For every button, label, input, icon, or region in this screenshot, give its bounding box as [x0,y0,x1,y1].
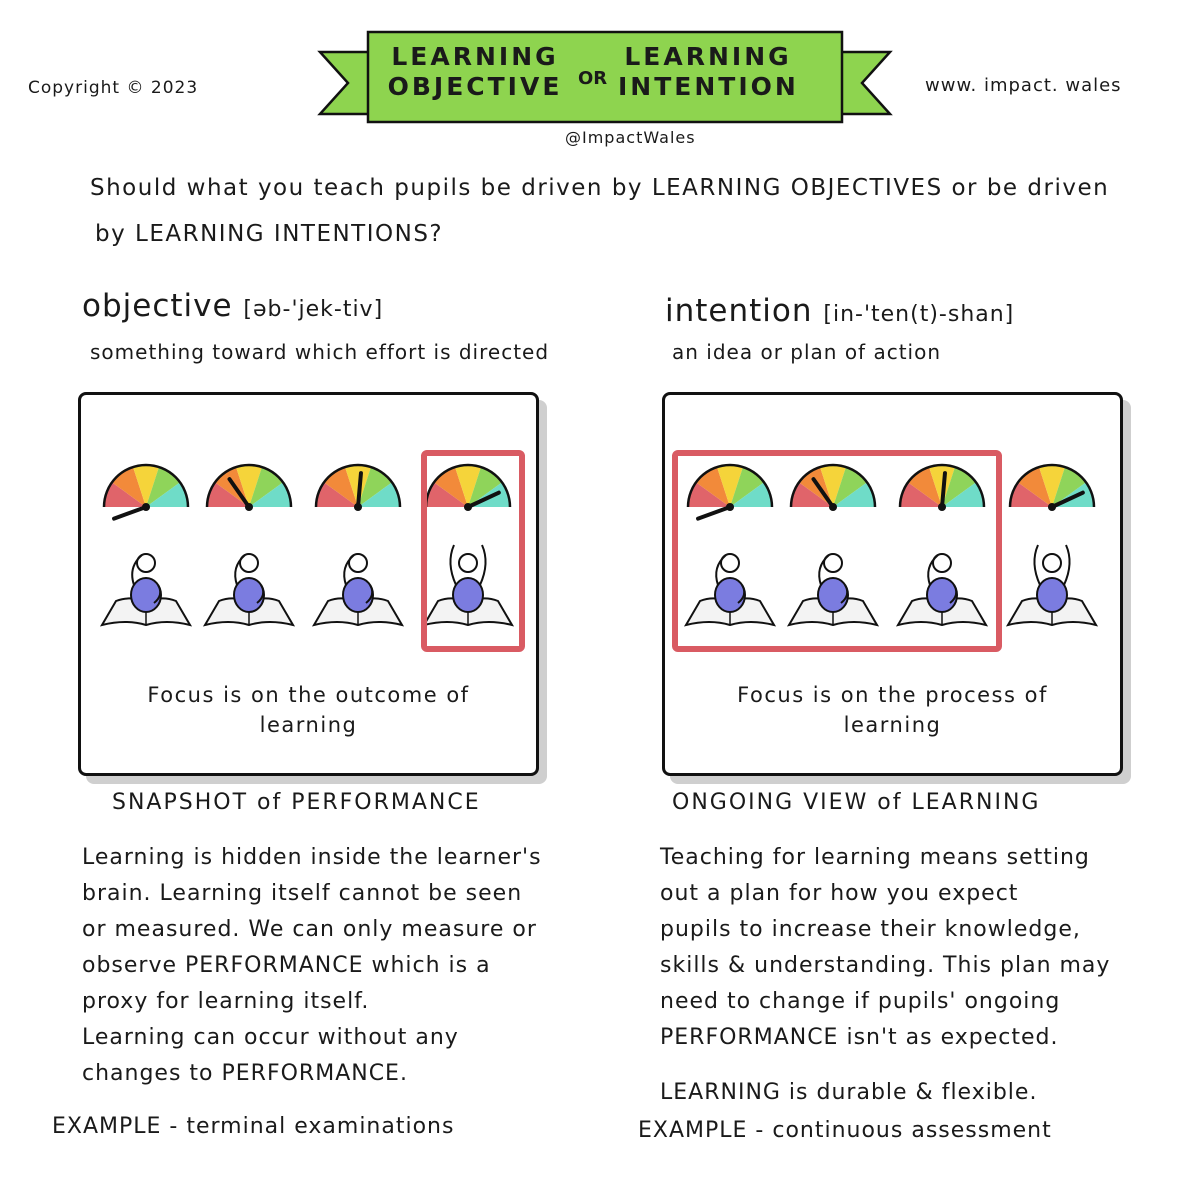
reading-figure-icon [421,544,515,627]
title-left-line1: LEARNING [391,42,559,71]
gauge-icon [789,463,877,511]
objective-body: Learning is hidden inside the learner's … [82,840,572,1092]
title-or: OR [578,68,608,89]
intention-figures-row [683,463,1099,627]
objective-heading: SNAPSHOT of PERFORMANCE [112,790,481,815]
reading-figure-icon [786,553,880,627]
reading-figure-icon [895,553,989,627]
gauge-icon [898,463,986,511]
intention-body-line: Teaching for learning means setting [660,845,1090,870]
objective-caption: Focus is on the outcome of learning [81,680,536,740]
intention-panel: Focus is on the process of learning [662,392,1123,776]
objective-term: objective [82,288,233,324]
intention-highlight-box [672,450,1002,652]
intention-caption-line2: learning [843,713,942,737]
objective-caption-line1: Focus is on the outcome of [147,683,470,707]
intention-body-line: skills & understanding. This plan may [660,953,1111,978]
intention-body-line: PERFORMANCE isn't as expected. [660,1025,1059,1050]
gauge-figure-unit [683,463,777,627]
objective-body-line: Learning is hidden inside the learner's [82,845,542,870]
intention-definition: an idea or plan of action [672,340,942,364]
intention-body-line: out a plan for how you expect [660,881,1019,906]
objective-pronunciation: [əb-'jek-tiv] [243,297,384,322]
intention-term-block: intention [in-'ten(t)-shan] [665,293,1014,329]
intention-caption: Focus is on the process of learning [665,680,1120,740]
gauge-figure-unit [421,463,515,627]
reading-figure-icon [202,553,296,627]
objective-body-line: observe PERFORMANCE which is a [82,953,491,978]
gauge-icon [424,463,512,511]
intention-pronunciation: [in-'ten(t)-shan] [823,302,1015,327]
objective-body-line: changes to PERFORMANCE. [82,1061,408,1086]
gauge-icon [102,463,190,521]
title-banner [317,30,893,124]
objective-definition: something toward which effort is directe… [90,340,550,364]
question-line-1: Should what you teach pupils be driven b… [90,175,1110,201]
title-right-line2: INTENTION [618,72,799,101]
intention-caption-line1: Focus is on the process of [737,683,1048,707]
reading-figure-icon [683,553,777,627]
gauge-figure-unit [786,463,880,627]
gauge-figure-unit [1005,463,1099,627]
intention-example: EXAMPLE - continuous assessment [638,1118,1052,1143]
reading-figure-icon [99,553,193,627]
intention-body-line: need to change if pupils' ongoing [660,989,1061,1014]
social-handle: @ImpactWales [565,128,696,147]
reading-figure-icon [311,553,405,627]
intention-body-line: pupils to increase their knowledge, [660,917,1081,942]
gauge-icon [314,463,402,511]
objective-term-block: objective [əb-'jek-tiv] [82,288,383,324]
gauge-icon [686,463,774,521]
gauge-figure-unit [202,463,296,627]
gauge-figure-unit [895,463,989,627]
gauge-figure-unit [311,463,405,627]
objective-example: EXAMPLE - terminal examinations [52,1114,455,1139]
reading-figure-icon [1005,544,1099,627]
objective-body-line: brain. Learning itself cannot be seen [82,881,523,906]
intention-term: intention [665,293,813,329]
title-right-line1: LEARNING [624,42,792,71]
main-question: Should what you teach pupils be driven b… [90,165,1150,257]
intention-learning-note: LEARNING is durable & flexible. [660,1080,1038,1105]
copyright-text: Copyright © 2023 [28,78,199,98]
gauge-icon [205,463,293,511]
objective-panel: Focus is on the outcome of learning [78,392,539,776]
intention-body: Teaching for learning means setting out … [660,840,1140,1056]
objective-highlight-box [421,450,525,652]
question-line-2: by LEARNING INTENTIONS? [95,221,444,247]
gauge-icon [1008,463,1096,511]
objective-caption-line2: learning [259,713,358,737]
title-left-line2: OBJECTIVE [387,72,563,101]
objective-body-line: Learning can occur without any [82,1025,459,1050]
website-text: www. impact. wales [925,75,1122,96]
gauge-figure-unit [99,463,193,627]
objective-figures-row [99,463,515,627]
intention-heading: ONGOING VIEW of LEARNING [672,790,1041,815]
objective-body-line: or measured. We can only measure or [82,917,537,942]
objective-body-line: proxy for learning itself. [82,989,370,1014]
